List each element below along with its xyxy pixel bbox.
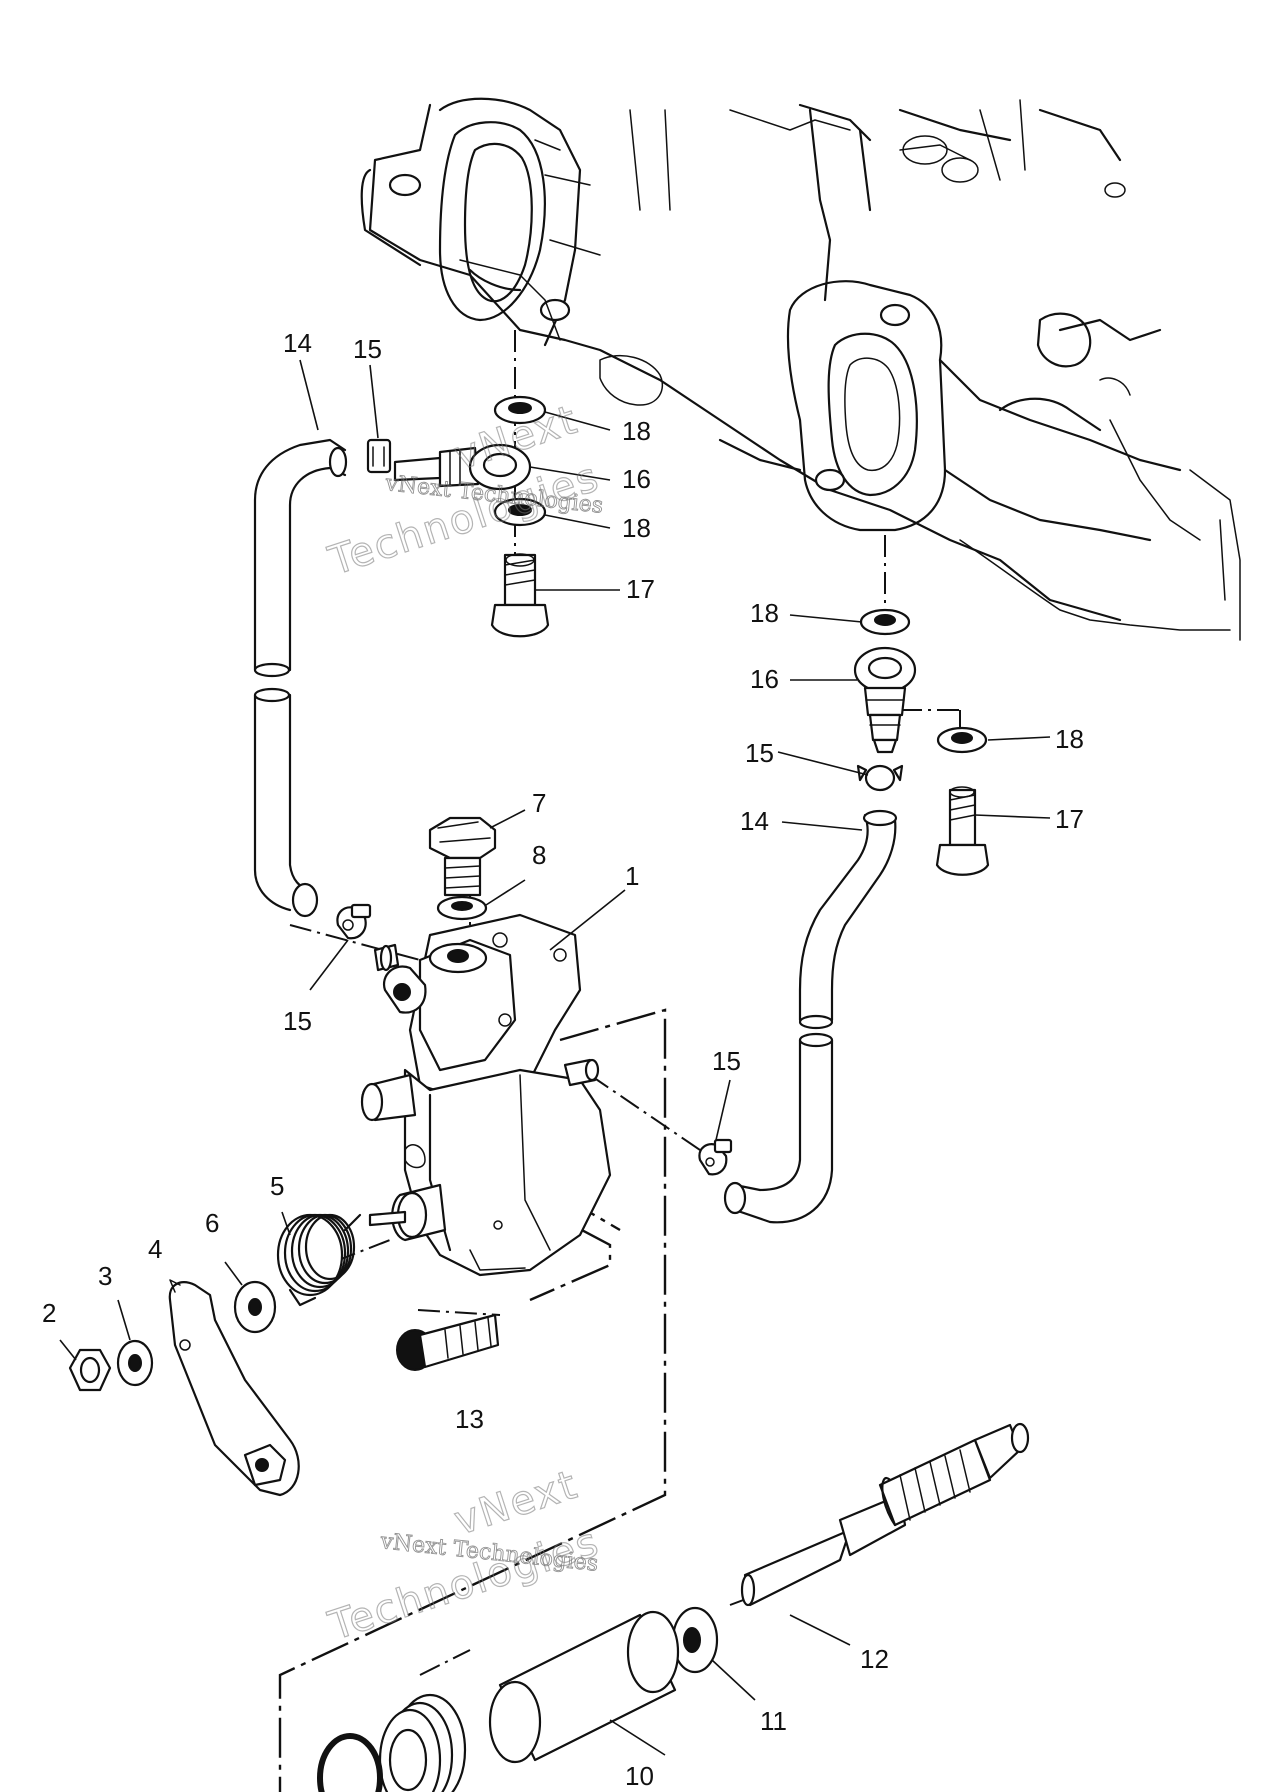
plug-washer <box>436 895 488 921</box>
callout-16-right: 16 <box>750 664 779 694</box>
sealing-washer-upper-b <box>493 497 547 527</box>
callout-17-right: 17 <box>1055 804 1084 834</box>
watermark-upper: vNext vNext Technologies Technologies <box>322 396 606 585</box>
sealing-washer-upper-a <box>493 395 547 425</box>
control-lever <box>168 1279 300 1497</box>
thrust-washer <box>671 1606 719 1674</box>
hose-clamp-right-pump <box>698 1138 733 1176</box>
lever-washer <box>116 1339 154 1387</box>
callout-10: 10 <box>625 1761 654 1791</box>
shaft-bushing <box>488 1610 680 1764</box>
callout-labels: 14 15 18 16 18 17 18 16 15 14 18 17 7 8 … <box>42 328 1084 1791</box>
lever-nut <box>68 1348 112 1392</box>
sealing-washer-right-b <box>936 726 988 754</box>
callout-1: 1 <box>625 861 639 891</box>
plug-bolt <box>428 816 497 897</box>
callout-8: 8 <box>532 840 546 870</box>
hose-clamp-left-pump <box>336 903 372 940</box>
callout-14-right: 14 <box>740 806 769 836</box>
callout-15-right-upper: 15 <box>745 738 774 768</box>
spring-washer <box>233 1280 277 1334</box>
oil-seal-and-o-ring <box>317 1693 467 1792</box>
callout-15-upper: 15 <box>353 334 382 364</box>
callout-5: 5 <box>270 1171 284 1201</box>
callout-15-right-pump: 15 <box>712 1046 741 1076</box>
callout-18-right-b: 18 <box>1055 724 1084 754</box>
callout-4: 4 <box>148 1234 162 1264</box>
callout-2: 2 <box>42 1298 56 1328</box>
watermark-lower: vNext vNext Technologies Technologies <box>322 1461 606 1650</box>
return-spring <box>276 1213 362 1307</box>
oil-hose-upper-left <box>253 438 348 918</box>
callout-18-upper-b: 18 <box>622 513 651 543</box>
engine-cylinder-outline <box>360 97 1241 641</box>
callout-leader-lines <box>59 359 1051 1756</box>
hose-clamp-right-upper <box>856 764 904 792</box>
callout-15-left-pump: 15 <box>283 1006 312 1036</box>
callout-17-upper: 17 <box>626 574 655 604</box>
oil-pump-body <box>360 913 612 1277</box>
union-bolt-upper <box>490 553 550 638</box>
callout-16-upper: 16 <box>622 464 651 494</box>
callout-13: 13 <box>455 1404 484 1434</box>
callout-12: 12 <box>860 1644 889 1674</box>
pump-mounting-bolt <box>396 1313 500 1371</box>
sealing-washer-right-a <box>859 608 911 636</box>
callout-6: 6 <box>205 1208 219 1238</box>
banjo-fitting-right <box>853 646 917 754</box>
oil-hose-lower-right <box>723 809 898 1224</box>
callout-7: 7 <box>532 788 546 818</box>
callout-3: 3 <box>98 1261 112 1291</box>
callout-14-upper: 14 <box>283 328 312 358</box>
drive-shaft-gear <box>740 1422 1030 1607</box>
callout-18-upper-a: 18 <box>622 416 651 446</box>
callout-11: 11 <box>760 1706 787 1736</box>
union-bolt-right <box>935 786 990 876</box>
callout-18-right-a: 18 <box>750 598 779 628</box>
hose-clamp-upper-left <box>366 438 392 474</box>
